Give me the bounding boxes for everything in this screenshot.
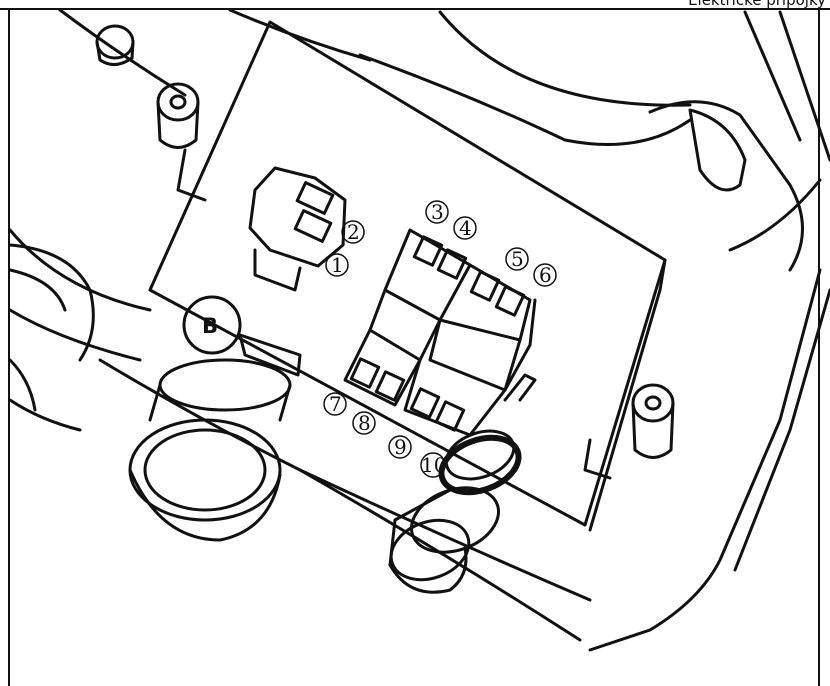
large-gland (128, 333, 302, 542)
frame-right-line (818, 8, 820, 686)
callout-b-circle (182, 295, 242, 355)
svg-text:8: 8 (358, 411, 371, 435)
callout-b-label: B (202, 314, 218, 338)
circuit-board (148, 20, 667, 532)
left-gland (8, 243, 95, 412)
page-header-title: Elektrické přípojky (688, 0, 826, 9)
svg-text:2: 2 (347, 220, 360, 244)
svg-text:6: 6 (539, 263, 552, 287)
svg-text:4: 4 (459, 216, 472, 240)
svg-text:1: 1 (331, 253, 344, 277)
housing-outline (8, 8, 830, 652)
svg-text:3: 3 (431, 200, 444, 224)
cable-gland (388, 373, 537, 594)
frame-top-line (0, 8, 830, 10)
terminal-blocks (343, 228, 537, 437)
frame-left-line (8, 8, 10, 686)
svg-text:9: 9 (394, 435, 407, 459)
mounting-bosses (95, 24, 747, 459)
svg-text:7: 7 (329, 392, 342, 416)
connector-1-2 (248, 166, 347, 292)
svg-text:5: 5 (511, 247, 524, 271)
terminal-labels: 1 2 3 4 5 6 7 8 9 10 (323, 200, 557, 478)
svg-text:10: 10 (421, 453, 446, 477)
